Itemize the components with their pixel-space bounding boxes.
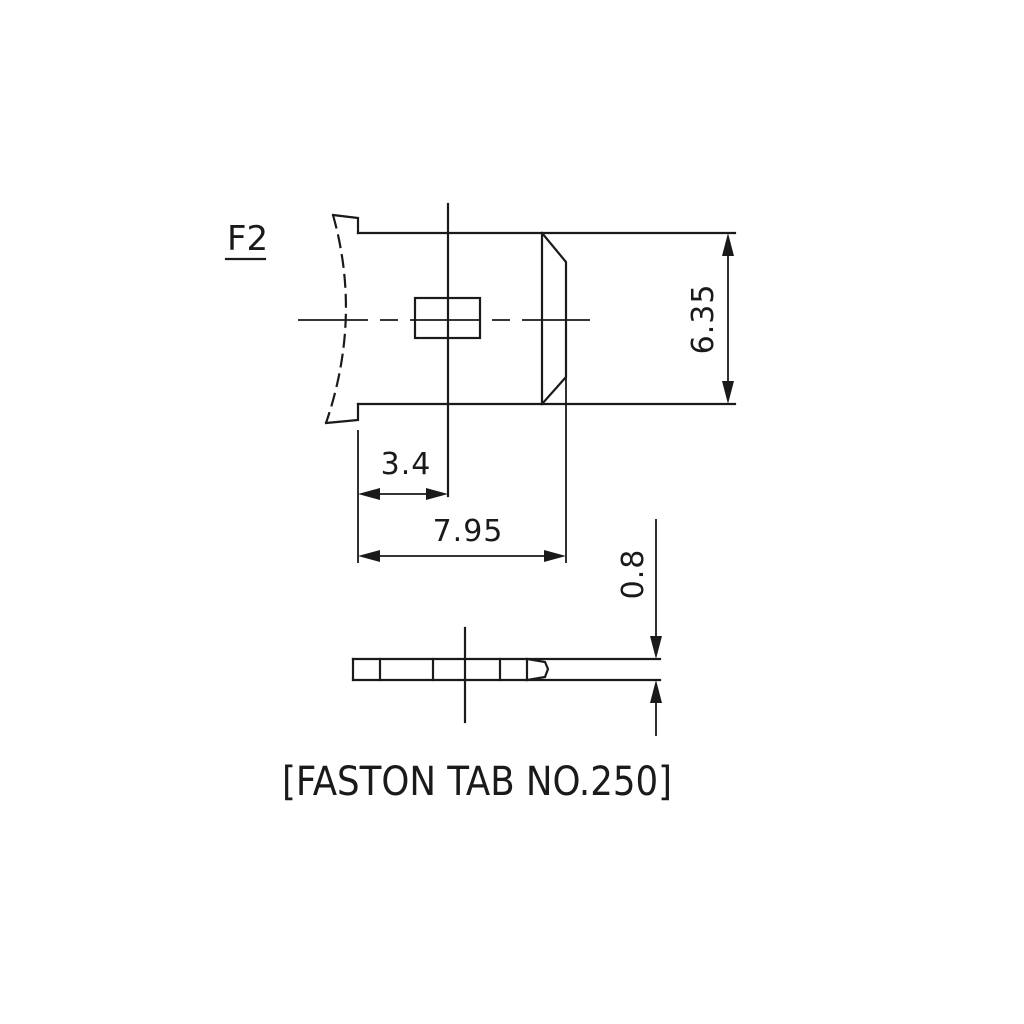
dimension-hole-offset: 3.4 [358,447,448,500]
tab-side-view [351,626,662,724]
dimension-height: 6.35 [686,233,734,404]
dimension-thickness-value: 0.8 [616,549,651,600]
dimension-length-value: 7.95 [433,514,504,549]
dimension-height-value: 6.35 [686,284,721,355]
dimension-hole-offset-value: 3.4 [381,447,432,482]
break-line [324,214,348,424]
tab-tip-chamfer [540,231,568,406]
terminal-label: F2 [227,219,268,259]
dimension-length: 7.95 [358,514,566,562]
dimension-thickness: 0.8 [616,519,662,736]
tab-top-view [298,202,737,498]
drawing-caption: [FASTON TAB NO.250] [282,759,672,805]
